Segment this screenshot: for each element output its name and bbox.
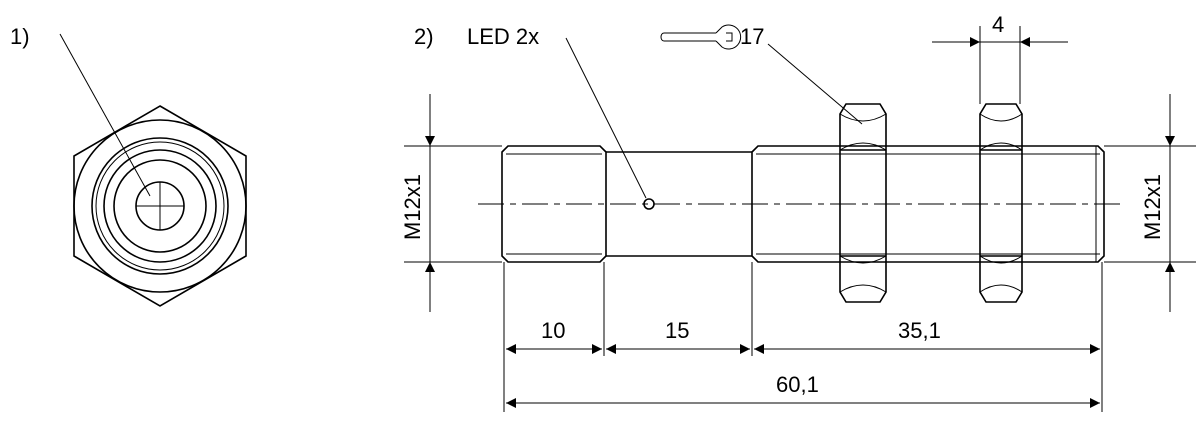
threaded-front-section — [501, 145, 607, 263]
hex-nut-2 — [979, 103, 1023, 303]
segment-dimension-2: 15 — [606, 318, 750, 354]
thread-ring-mid — [95, 141, 225, 271]
total-length-value: 60,1 — [776, 372, 819, 397]
wrench-leader — [767, 43, 863, 125]
hex-nut-outline — [73, 105, 247, 307]
nut-width-value: 4 — [992, 12, 1004, 37]
thread-ring-outer — [91, 137, 229, 275]
segment-3-value: 35,1 — [898, 318, 941, 343]
sensor-face-ring — [113, 159, 207, 253]
led-label: LED 2x — [467, 24, 539, 49]
hex-nut-1 — [839, 103, 887, 303]
nut-width-dimension: 4 — [932, 12, 1068, 104]
view1-label: 1) — [10, 24, 30, 49]
led-indicator-icon — [643, 198, 655, 210]
wrench-icon — [660, 24, 742, 50]
left-thread-label: M12x1 — [400, 174, 425, 240]
wrench-size-label: 17 — [740, 24, 764, 49]
segment-dimension-1: 10 — [506, 318, 602, 354]
sensor-housing — [501, 145, 1105, 263]
view1-leader — [59, 33, 151, 197]
right-thread-dimension: M12x1 — [1104, 94, 1196, 312]
segment-1-value: 10 — [541, 318, 565, 343]
side-view: 2) — [400, 12, 1196, 412]
front-view: 1) — [10, 24, 247, 307]
left-thread-dimension: M12x1 — [400, 94, 502, 312]
nut-bearing-ring — [73, 119, 247, 293]
total-length-dimension: 60,1 — [506, 372, 1100, 408]
segment-dimension-3: 35,1 — [754, 318, 1100, 354]
thread-ring-inner — [103, 149, 217, 263]
led-leader — [565, 37, 647, 199]
threaded-rear-section — [751, 145, 1105, 263]
right-thread-label: M12x1 — [1140, 174, 1165, 240]
segment-2-value: 15 — [665, 318, 689, 343]
view2-label: 2) — [414, 24, 434, 49]
